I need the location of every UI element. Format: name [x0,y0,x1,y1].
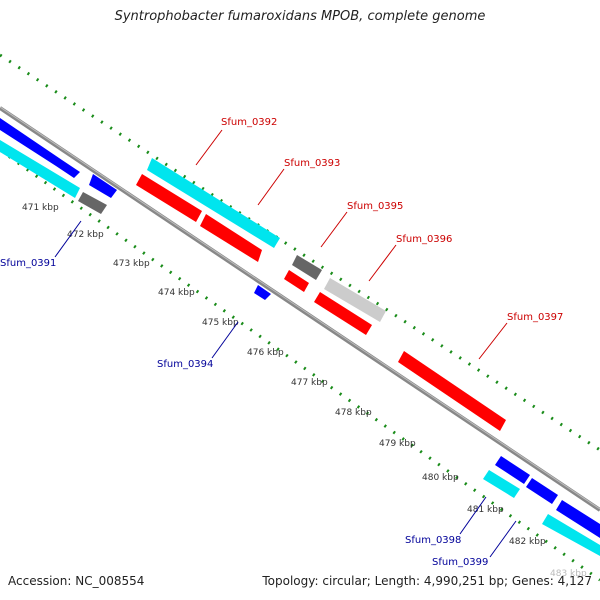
tick-label: 481 kbp [467,505,504,515]
tick-label: 471 kbp [22,203,59,213]
gene-label-0399[interactable]: Sfum_0399 [432,557,488,568]
leader-line-0399 [489,520,517,558]
leader-line-0397 [478,322,508,360]
tick-label: 480 kbp [422,473,459,483]
backbone-line [0,107,600,511]
gene-arrow-cyan-0399[interactable] [542,514,600,556]
gene-box-gray-0395[interactable] [292,255,322,280]
gene-label-0392[interactable]: Sfum_0392 [221,117,277,128]
tick-label: 475 kbp [202,318,239,328]
backbone-highlight [0,106,600,510]
tick-labels: 471 kbp 472 kbp 473 kbp 474 kbp 475 kbp … [22,203,587,579]
gene-arrow-red-0396[interactable] [314,292,372,335]
gene-arrow-blue-0398b[interactable] [526,478,558,504]
gene-arrow-red-0397[interactable] [398,351,506,431]
gene-label-0398[interactable]: Sfum_0398 [405,535,461,546]
tick-label: 479 kbp [379,439,416,449]
leader-line-0394 [211,321,239,359]
leader-line-0398 [459,496,487,535]
tick-label: 474 kbp [158,288,195,298]
genome-title: Syntrophobacter fumaroxidans MPOB, compl… [114,9,486,24]
gene-label-0396[interactable]: Sfum_0396 [396,234,452,245]
gene-label-0397[interactable]: Sfum_0397 [507,312,563,323]
gene-arrow-blue-small[interactable] [89,174,117,198]
gene-arrow-cyan-0392[interactable] [147,158,280,248]
leader-line-0396 [368,244,397,282]
tick-label: 473 kbp [113,259,150,269]
gene-arrow-cyan-0398[interactable] [483,470,520,498]
leader-line-0392 [195,129,223,166]
tick-label: 483 kbp [550,569,587,579]
tick-label: 477 kbp [291,378,328,388]
leader-line-0393 [257,168,285,206]
tick-label: 472 kbp [67,230,104,240]
gene-label-0394[interactable]: Sfum_0394 [157,359,213,370]
tick-label: 482 kbp [509,537,546,547]
gene-label-0393[interactable]: Sfum_0393 [284,158,340,169]
gene-arrow-blue[interactable] [0,118,80,178]
tick-label: 476 kbp [247,348,284,358]
gene-arrow-red-0393b[interactable] [200,214,262,262]
gene-labels-below: Sfum_0391 Sfum_0394 Sfum_0398 Sfum_0399 [0,220,517,568]
gene-box-gray[interactable] [78,192,107,214]
gene-arrow-blue-0399[interactable] [556,500,600,538]
gene-arrow-red-0395[interactable] [284,270,309,292]
gene-label-0391[interactable]: Sfum_0391 [0,258,56,269]
outer-tick-ring [0,53,600,452]
gene-arrow-cyan[interactable] [0,140,80,198]
gene-arrow-blue-0394[interactable] [254,285,271,300]
leader-line-0395 [320,211,348,248]
gene-arrow-red-0393a[interactable] [136,174,202,222]
gene-arrow-blue-0398a[interactable] [495,456,530,484]
leader-line-0391 [54,220,82,258]
topology-summary: Topology: circular; Length: 4,990,251 bp… [262,574,592,588]
accession-text: Accession: NC_008554 [8,574,145,588]
inner-tick-ring [0,148,600,582]
gene-labels-above: Sfum_0392 Sfum_0393 Sfum_0395 Sfum_0396 … [195,117,563,360]
gene-box-lightgray-0396[interactable] [324,278,386,322]
gene-label-0395[interactable]: Sfum_0395 [347,201,403,212]
tick-label: 478 kbp [335,408,372,418]
